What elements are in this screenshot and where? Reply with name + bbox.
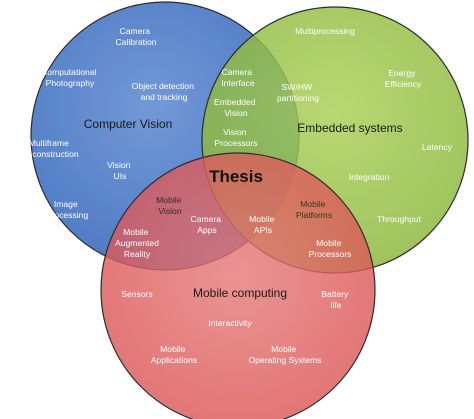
cv-es-item-vision-processors: Vision Processors	[215, 127, 258, 148]
cv-item-camera-calibration-line-2: Calibration	[115, 37, 156, 47]
es-mc-item-mobile-processors-text: Mobile	[316, 238, 342, 248]
es-item-energy-efficiency: Energy Efficiency	[385, 68, 422, 89]
all-item-mobile-apis-text: Mobile	[249, 214, 275, 224]
mc-item-battery-life-text: Battery	[321, 289, 349, 299]
mc-item-mobile-applications-text: Mobile	[160, 344, 186, 354]
mc-item-mobile-os-text: Mobile	[271, 344, 297, 354]
es-item-throughput: Throughput	[377, 214, 422, 224]
cv-mc-item-mar-text: Mobile	[123, 227, 149, 237]
cv-item-multiframe-reconstruction-line-2: Reconstruction	[21, 149, 79, 159]
cv-es-item-camera-interface-text: Camera	[222, 67, 253, 77]
cv-es-item-camera-interface: Camera Interface	[221, 67, 255, 88]
cv-item-computational-photography-text: Computational	[41, 67, 97, 77]
cv-item-image-processing-line-2: Processing	[46, 210, 89, 220]
cv-item-vision-uis-text: Vision	[107, 160, 130, 170]
mc-item-interactivity: Interactivity	[208, 318, 252, 328]
cv-item-object-detection: Object detection and tracking	[132, 81, 197, 102]
all-item-camera-apps: Camera Apps	[191, 214, 224, 235]
cv-mc-item-mobile-vision: Mobile Vision	[156, 195, 184, 216]
cv-mc-item-mobile-augmented-reality-line-2: Augmented	[115, 238, 159, 248]
es-item-energy-efficiency-text: Energy	[388, 68, 416, 78]
mc-title-text: Mobile computing	[193, 286, 287, 300]
mc-item-interactivity-text: Interactivity	[208, 318, 252, 328]
es-item-integration-text: Integration	[349, 172, 390, 182]
mc-item-sensors: Sensors	[121, 289, 153, 299]
mc-item-mobile-applications-line-2: Applications	[151, 355, 197, 365]
cv-es-item-vision-processors-text: Vision	[223, 127, 246, 137]
mc-item-mobile-operating-systems-line-2: Operating Systems	[248, 355, 321, 365]
mc-item-mobile-applications: Mobile Applications	[151, 344, 197, 365]
all-item-camera-apps-line-2: Apps	[197, 225, 217, 235]
all-item-camera-apps-text: Camera	[191, 214, 222, 224]
mc-item-battery-life-line-2: life	[331, 300, 342, 310]
all-item-mobile-apis-line-2: APIs	[254, 225, 272, 235]
cv-item-object-detection-text: Object detection	[132, 81, 194, 91]
cv-title-text: Computer Vision	[84, 117, 173, 131]
cv-es-item-vision-processors-line-2: Processors	[215, 138, 258, 148]
cv-item-image-processing: Image Processing	[46, 199, 89, 220]
es-item-sw-hw-partitioning-line-2: partitioning	[277, 93, 319, 103]
es-item-latency-text: Latency	[422, 142, 453, 152]
cv-item-multiframe-text: Multiframe	[29, 138, 69, 148]
cv-item-camera-calibration-text: Camera	[120, 26, 151, 36]
cv-item-vision-uis-line-2: UIs	[114, 171, 127, 181]
mc-item-battery-life: Battery life	[321, 289, 351, 310]
es-mc-item-mobile-platforms-text: Mobile	[300, 199, 326, 209]
es-item-energy-efficiency-line-2: Efficiency	[385, 79, 422, 89]
es-mc-item-mobile-platforms: Mobile Platforms	[296, 199, 332, 220]
es-item-integration: Integration	[349, 172, 390, 182]
es-item-multiprocessing-text: Multiprocessing	[295, 26, 355, 36]
es-item-latency: Latency	[422, 142, 453, 152]
cv-es-item-camera-interface-line-2: Interface	[221, 78, 255, 88]
cv-mc-item-mobile-augmented-reality-line-3: Reality	[124, 249, 151, 259]
cv-item-computational-photography: Computational Photography	[41, 67, 99, 88]
es-mc-item-mobile-processors: Mobile Processors	[309, 238, 352, 259]
mc-item-sensors-text: Sensors	[121, 289, 153, 299]
es-title: Embedded systems	[297, 121, 402, 135]
center-label-text: Thesis	[209, 167, 263, 186]
center-label: Thesis	[209, 167, 263, 186]
cv-es-item-embedded-vision-text: Embedded	[214, 97, 256, 107]
mc-item-mobile-operating-systems: Mobile Operating Systems	[248, 344, 321, 365]
es-item-multiprocessing: Multiprocessing	[295, 26, 355, 36]
cv-es-item-embedded-vision: Embedded Vision	[214, 97, 258, 118]
cv-item-camera-calibration: Camera Calibration	[115, 26, 156, 47]
cv-item-computational-photography-line-2: Photography	[46, 78, 95, 88]
cv-title: Computer Vision	[84, 117, 173, 131]
cv-item-vision-uis: Vision UIs	[107, 160, 133, 181]
cv-item-multiframe-reconstruction: Multiframe Reconstruction	[21, 138, 79, 159]
mc-title: Mobile computing	[193, 286, 287, 300]
cv-mc-item-mobile-vision-line-2: Vision	[158, 206, 181, 216]
cv-es-item-embedded-vision-line-2: Vision	[224, 108, 247, 118]
mobile-computing-circle	[100, 152, 376, 419]
es-title-text: Embedded systems	[297, 121, 402, 135]
cv-item-image-processing-text: Image	[54, 199, 78, 209]
es-mc-item-mobile-processors-line-2: Processors	[309, 249, 352, 259]
cv-mc-item-mobile-vision-text: Mobile	[156, 195, 182, 205]
es-item-throughput-text: Throughput	[377, 214, 422, 224]
cv-item-object-detection-line-2: and tracking	[141, 92, 188, 102]
es-mc-item-mobile-platforms-line-2: Platforms	[296, 210, 332, 220]
all-item-mobile-apis: Mobile APIs	[249, 214, 277, 235]
es-item-sw-hw-partitioning: SW/HW partitioning	[277, 82, 319, 103]
es-item-sw-hw-text: SW/HW	[282, 82, 313, 92]
